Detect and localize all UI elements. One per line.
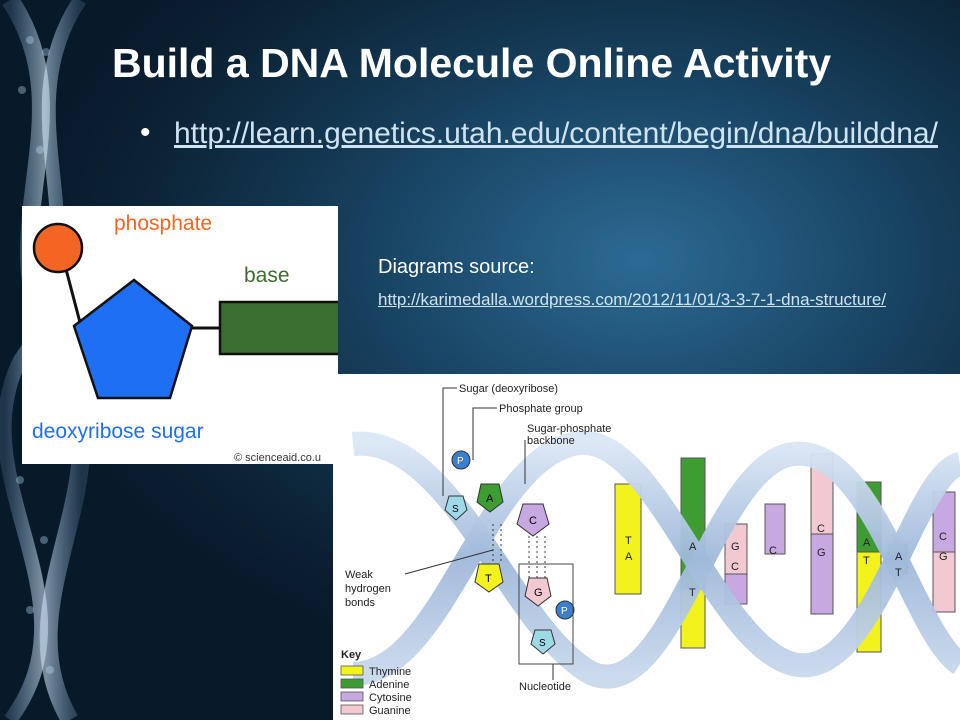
dna-helix-svg: T A A T G C C C G A T A T C G P (340, 383, 960, 717)
letter-a5: A (486, 493, 494, 505)
sugar-label: deoxyribose sugar (32, 420, 204, 443)
key-label-guanine: Guanine (369, 705, 411, 717)
cytosine-bar-3 (810, 533, 834, 615)
letter-a3: A (863, 537, 871, 549)
letter-s2: S (539, 638, 546, 649)
label-backbone-1: Sugar-phosphate (527, 423, 611, 435)
bullet-marker: • (140, 116, 151, 149)
letter-t4: T (895, 567, 902, 579)
letter-a4: A (895, 551, 903, 563)
dna-helix-diagram: T A A T G C C C G A T A T C G P (333, 374, 960, 720)
letter-t3: T (863, 555, 870, 567)
letter-a2: A (689, 541, 697, 553)
key-swatch-guanine (340, 704, 364, 715)
letter-t2: T (689, 587, 696, 599)
thymine-bar (614, 483, 642, 595)
nucleotide-diagram: phosphate base deoxyribose sugar © scien… (22, 206, 338, 464)
label-nucleotide: Nucleotide (519, 681, 571, 693)
letter-p1: P (457, 456, 464, 467)
phosphate-label: phosphate (114, 212, 212, 235)
nucleotide-diagram-svg: phosphate base deoxyribose sugar © scien… (32, 212, 338, 464)
key-swatch-thymine (340, 665, 364, 676)
unwound-detail: P S A C T G P S (444, 450, 575, 665)
letter-p2: P (561, 606, 568, 617)
slide-title: Build a DNA Molecule Online Activity (112, 40, 832, 86)
key-label-cytosine: Cytosine (369, 692, 412, 704)
key-swatch-cytosine (340, 691, 364, 702)
cytosine-bar-2 (764, 503, 786, 555)
letter-g1: G (731, 541, 740, 553)
letter-c3: C (817, 523, 825, 535)
letter-g3: G (939, 551, 948, 563)
letter-a1: A (625, 551, 633, 563)
diagrams-source-link[interactable]: http://karimedalla.wordpress.com/2012/11… (378, 290, 887, 309)
key-label-thymine: Thymine (369, 666, 411, 678)
label-weak-3: bonds (345, 597, 375, 609)
letter-g2: G (817, 547, 826, 559)
key-swatch-adenine (340, 678, 364, 689)
letter-c4: C (939, 531, 947, 543)
key-title: Key (341, 649, 362, 661)
sugar-pentagon (72, 278, 194, 400)
letter-c2: C (769, 545, 777, 557)
base-label: base (244, 264, 290, 287)
diagrams-source-label: Diagrams source: (378, 256, 535, 278)
letter-c5: C (529, 515, 537, 527)
label-phosphate-group: Phosphate group (499, 403, 583, 415)
label-weak-2: hydrogen (345, 583, 391, 595)
build-dna-link[interactable]: http://learn.genetics.utah.edu/content/b… (174, 117, 938, 150)
guanine-bar-3 (932, 551, 956, 613)
letter-c1: C (731, 561, 739, 573)
base-rectangle (218, 300, 338, 356)
letter-t5: T (485, 573, 492, 585)
phosphate-circle (32, 222, 84, 274)
letter-g4: G (534, 587, 543, 599)
helix-strand-2 (351, 430, 960, 686)
copyright-text: © scienceaid.co.u (234, 452, 321, 464)
label-sugar: Sugar (deoxyribose) (459, 383, 558, 395)
letter-t1: T (625, 535, 632, 547)
label-weak-1: Weak (345, 569, 373, 581)
key-label-adenine: Adenine (369, 679, 409, 691)
letter-s1: S (452, 504, 459, 515)
label-backbone-2: backbone (527, 435, 575, 447)
